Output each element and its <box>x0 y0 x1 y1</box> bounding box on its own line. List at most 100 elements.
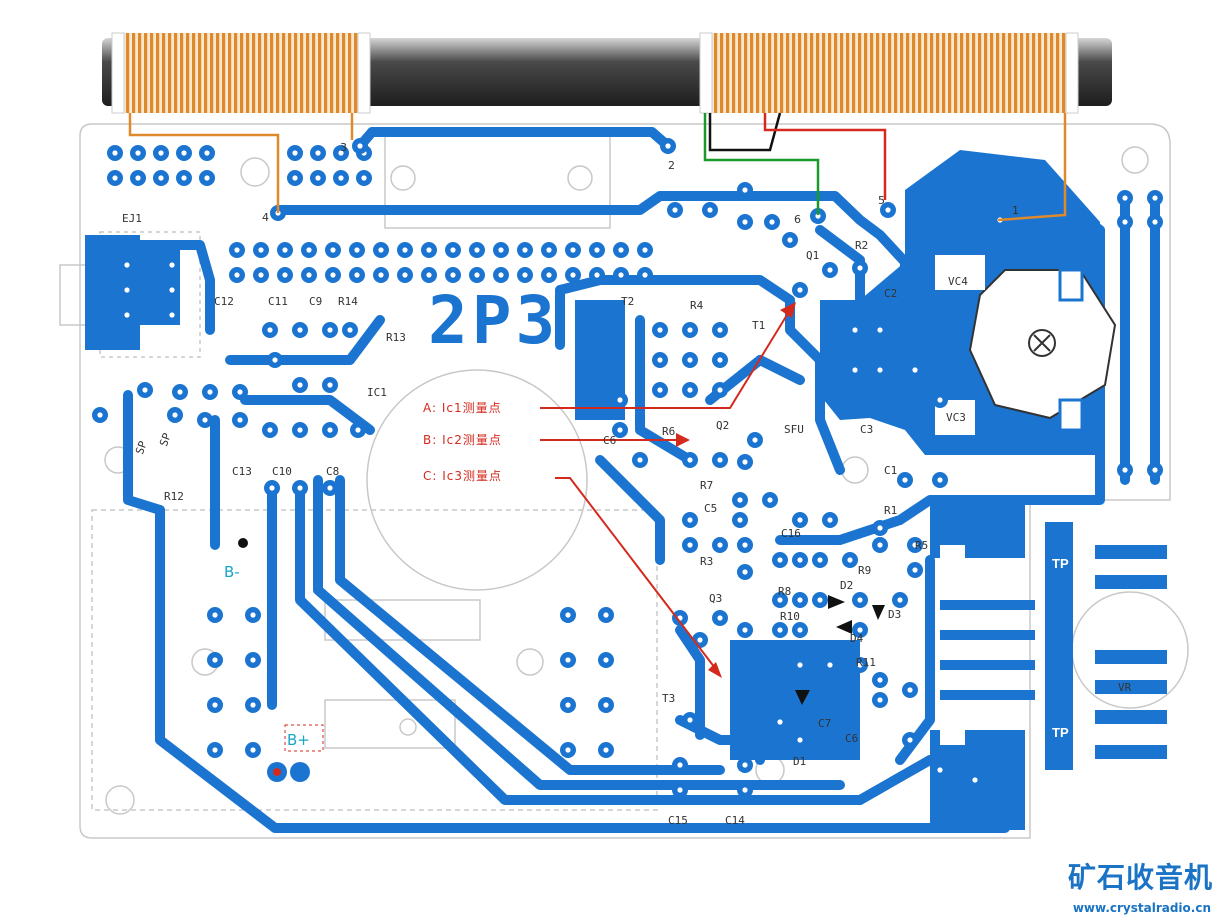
pad-hole <box>327 427 333 433</box>
pad-hole <box>687 357 693 363</box>
pad-hole <box>677 787 683 793</box>
pad-hole <box>642 272 648 278</box>
component-label: T2 <box>621 295 635 308</box>
pad-hole <box>474 272 480 278</box>
pad-hole <box>857 662 863 668</box>
pad-hole <box>852 367 858 373</box>
pad-hole <box>250 702 256 708</box>
pad-hole <box>603 747 609 753</box>
pad-hole <box>204 150 210 156</box>
pad-hole <box>237 389 243 395</box>
pad-hole <box>885 207 891 213</box>
pad-hole <box>937 397 943 403</box>
pad-hole <box>797 557 803 563</box>
pad-hole <box>272 357 278 363</box>
pin-label: 4 <box>262 211 269 224</box>
pad-hole <box>937 477 943 483</box>
pad-hole <box>1152 467 1158 473</box>
component-label: C6 <box>603 434 617 447</box>
component-label: Q1 <box>806 249 820 262</box>
pad-hole <box>697 637 703 643</box>
pad-hole <box>687 517 693 523</box>
pad-hole <box>361 175 367 181</box>
battery-positive-label: B+ <box>287 731 310 749</box>
pad-hole <box>207 389 213 395</box>
pad-hole <box>777 627 783 633</box>
pad-hole <box>181 175 187 181</box>
pad-hole <box>142 387 148 393</box>
component-label: R7 <box>700 479 714 492</box>
component-label: C11 <box>268 295 288 308</box>
pad-hole <box>797 737 803 743</box>
pad-hole <box>797 627 803 633</box>
pad-hole <box>338 175 344 181</box>
pad-hole <box>657 387 663 393</box>
pad-hole <box>852 327 858 333</box>
pad-hole <box>907 687 913 693</box>
pad-hole <box>378 272 384 278</box>
pad-hole <box>234 247 240 253</box>
pad-hole <box>817 597 823 603</box>
pad-hole <box>787 237 793 243</box>
pad-hole <box>297 327 303 333</box>
pad-hole <box>912 542 918 548</box>
pad-hole <box>169 287 175 293</box>
component-label: C6 <box>845 732 859 745</box>
volume-area <box>940 522 1167 770</box>
pad-hole <box>267 427 273 433</box>
component-label: IC1 <box>367 386 387 399</box>
component-label: Q2 <box>716 419 730 432</box>
pin-label: 2 <box>668 159 675 172</box>
pad-hole <box>912 367 918 373</box>
pad-hole <box>717 615 723 621</box>
pad-hole <box>769 219 775 225</box>
pad-hole <box>565 747 571 753</box>
component-label: R9 <box>858 564 872 577</box>
pad-hole <box>450 247 456 253</box>
component-label: SFU <box>784 423 804 436</box>
pad-hole <box>250 657 256 663</box>
pad-hole <box>877 677 883 683</box>
pad-hole <box>897 597 903 603</box>
tp-label: TP <box>1052 556 1069 571</box>
component-label: VC3 <box>946 411 966 424</box>
component-label: D4 <box>850 632 864 645</box>
solder-pads <box>92 138 1163 798</box>
pad-hole <box>637 457 643 463</box>
pad-hole <box>327 382 333 388</box>
pad-hole <box>1122 219 1128 225</box>
pad-hole <box>292 175 298 181</box>
pad-hole <box>603 702 609 708</box>
pad-hole <box>717 327 723 333</box>
pad-hole <box>737 497 743 503</box>
pad-hole <box>742 762 748 768</box>
pad-hole <box>857 627 863 633</box>
pad-hole <box>565 702 571 708</box>
pad-hole <box>687 457 693 463</box>
pad-hole <box>169 262 175 268</box>
pad-hole <box>742 219 748 225</box>
pad-hole <box>354 247 360 253</box>
pad-hole <box>267 327 273 333</box>
pad-hole <box>1152 219 1158 225</box>
pad-hole <box>450 272 456 278</box>
pad-hole <box>797 517 803 523</box>
pad-hole <box>250 747 256 753</box>
component-label: EJ1 <box>122 212 142 225</box>
pad-hole <box>498 247 504 253</box>
pad-hole <box>717 542 723 548</box>
pad-hole <box>603 657 609 663</box>
pad-hole <box>742 627 748 633</box>
pad-hole <box>937 767 943 773</box>
component-label: R8 <box>778 585 792 598</box>
pad-hole <box>315 175 321 181</box>
pad-hole <box>902 477 908 483</box>
pad-hole <box>742 569 748 575</box>
pad-hole <box>672 207 678 213</box>
watermark-url: www.crystalradio.cn <box>1072 901 1211 915</box>
pad-hole <box>687 542 693 548</box>
pad-hole <box>717 357 723 363</box>
component-label: R11 <box>856 656 876 669</box>
component-label: C10 <box>272 465 292 478</box>
